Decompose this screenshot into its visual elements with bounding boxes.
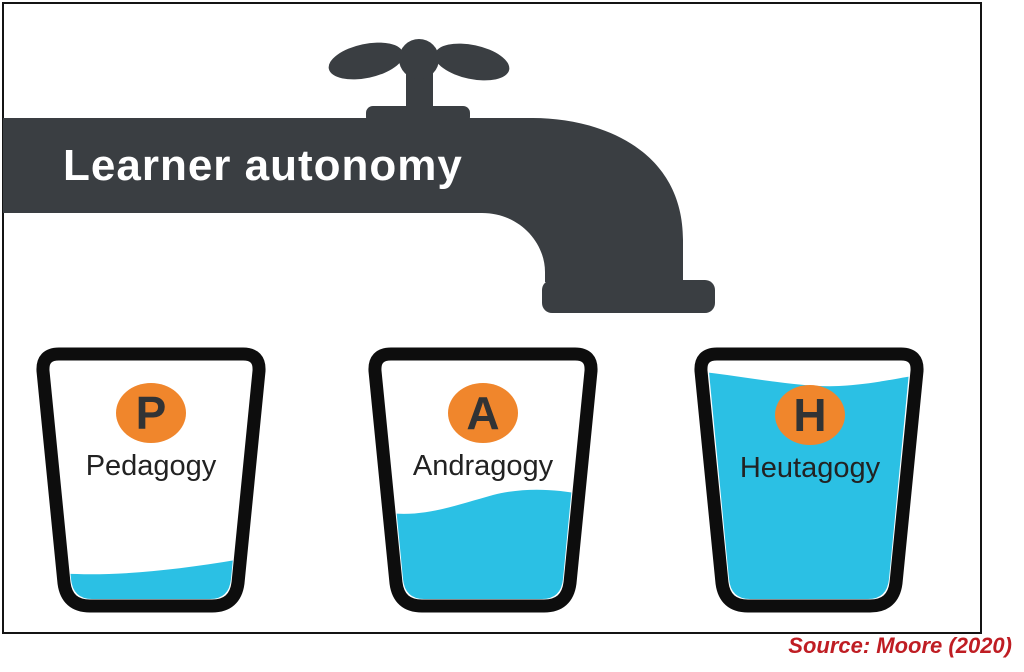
faucet-illustration <box>3 39 715 313</box>
cup-label: Heutagogy <box>740 452 881 484</box>
tap-label: Learner autonomy <box>63 140 463 190</box>
badge-letter: P <box>136 387 167 439</box>
water-fill <box>50 556 252 599</box>
cup-outline <box>368 347 598 613</box>
letter-badge <box>775 385 845 445</box>
cup-label: Andragogy <box>413 450 554 482</box>
valve-handle-right-lobe <box>434 43 510 81</box>
cup-pedagogy: P Pedagogy <box>36 347 266 613</box>
pipe-shape <box>3 118 683 282</box>
letter-badge <box>448 383 518 443</box>
cup-heutagogy: H Heutagogy <box>694 347 924 613</box>
badge-letter: A <box>466 387 499 439</box>
valve-handle-left-lobe <box>328 42 404 80</box>
badge-letter: H <box>793 389 826 441</box>
cup-label: Pedagogy <box>86 450 217 482</box>
valve-handle-knob <box>399 39 439 79</box>
water-fill <box>382 489 584 599</box>
valve-handle-icon <box>328 39 510 81</box>
cup-andragogy: A Andragogy <box>368 347 598 613</box>
source-citation: Source: Moore (2020) <box>788 633 1012 658</box>
cup-body <box>42 354 260 606</box>
cup-outline <box>36 347 266 613</box>
cup-outline <box>694 347 924 613</box>
letter-badge <box>116 383 186 443</box>
water-fill <box>708 372 910 599</box>
spout-flange <box>542 280 715 313</box>
